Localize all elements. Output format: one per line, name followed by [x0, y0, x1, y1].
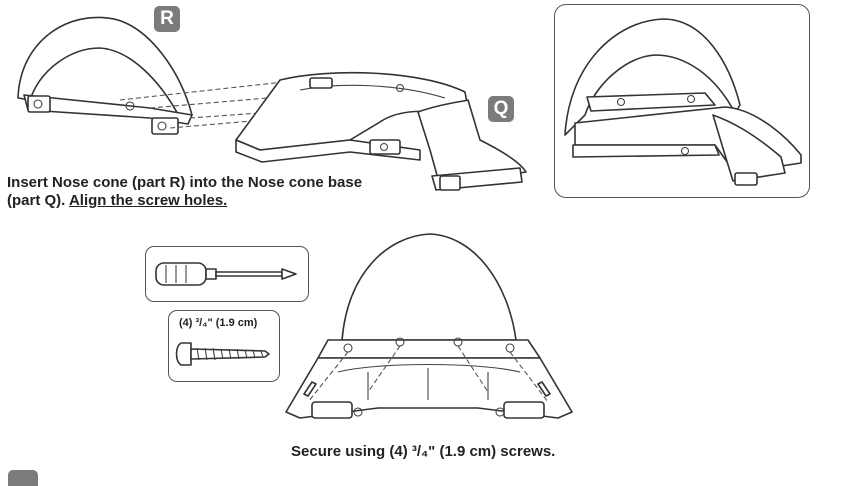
- screwdriver-panel: [145, 246, 309, 302]
- step1-illustration: [0, 0, 540, 200]
- screw-icon: [175, 342, 270, 366]
- step2-caption: Secure using (4) ³/₄" (1.9 cm) screws.: [291, 443, 556, 460]
- part-q-badge: Q: [488, 96, 514, 122]
- step1-text: Insert Nose cone (part R) into the Nose …: [7, 174, 363, 191]
- next-step-badge-partial: [8, 470, 38, 486]
- assembled-cone-drawing: [564, 18, 802, 186]
- part-r-badge: R: [154, 6, 180, 32]
- step1-caption: Insert Nose cone (part R) into the Nose …: [7, 174, 447, 210]
- step1-emphasis: Align the screw holes.: [68, 192, 228, 209]
- step2-illustration: [285, 233, 573, 419]
- assembled-result-panel: [554, 4, 810, 198]
- nose-cone-base-q-drawing: [235, 71, 527, 191]
- screw-size-label: (4) ³/₄" (1.9 cm): [179, 317, 258, 329]
- screw-panel: (4) ³/₄" (1.9 cm): [168, 310, 280, 382]
- nose-cone-r-drawing: [17, 16, 441, 135]
- screwdriver-icon: [155, 262, 297, 286]
- step1-text-line2: (part Q).: [7, 192, 66, 209]
